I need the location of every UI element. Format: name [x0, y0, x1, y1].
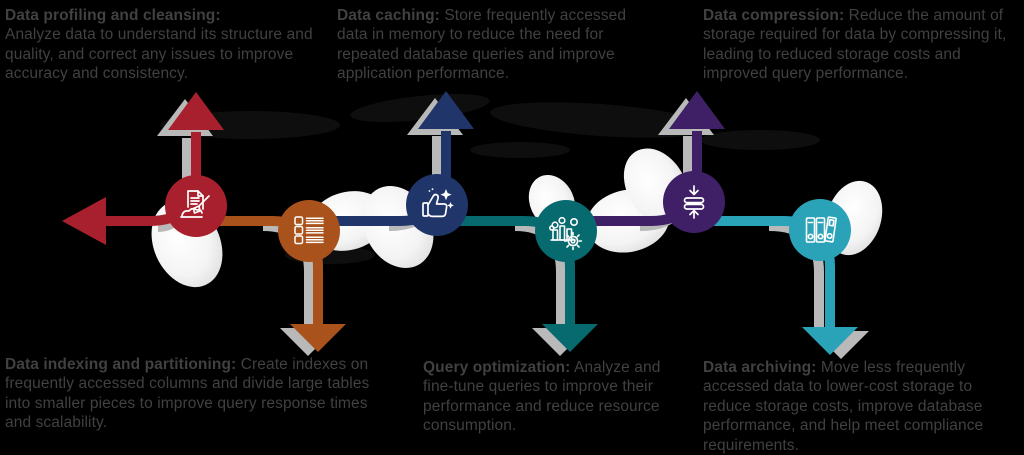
card-data-compression: Data compression: Reduce the amount of s…	[703, 6, 1024, 84]
compress-icon	[683, 185, 705, 219]
chart-gear-icon	[548, 216, 583, 251]
card-body: Store frequently accessed data in memory…	[337, 7, 627, 83]
card-title: Query optimization:	[423, 359, 571, 376]
node-archiving	[789, 199, 851, 261]
card-body: Create indexes on frequently accessed co…	[5, 356, 370, 432]
down-arrowhead	[542, 324, 598, 352]
down-arrowhead	[802, 327, 858, 355]
checklist-icon	[294, 216, 324, 245]
document-broom-icon	[180, 190, 210, 218]
card-data-caching: Data caching: Store frequently accessed …	[337, 6, 653, 84]
left-arrowhead	[62, 197, 106, 245]
card-body: Reduce the amount of storage required fo…	[703, 7, 1007, 83]
up-arrowhead	[669, 91, 725, 129]
card-data-profiling-and-cleansing: Data profiling and cleansing: Analyze da…	[5, 6, 327, 84]
up-arrowhead	[418, 91, 474, 129]
ribbon-shadows	[157, 136, 824, 330]
down-arrowhead	[290, 324, 346, 352]
card-body: Analyze data to understand its structure…	[5, 26, 313, 83]
binders-icon	[805, 216, 837, 243]
card-query-optimization: Query optimization: Analyze and fine-tun…	[423, 358, 695, 436]
card-body: Analyze and fine-tune queries to improve…	[423, 359, 661, 435]
card-title: Data profiling and cleansing:	[5, 7, 221, 24]
card-body: Move less frequently accessed data to lo…	[703, 359, 984, 454]
card-data-archiving: Data archiving: Move less frequently acc…	[703, 358, 1005, 455]
node-caching	[406, 174, 468, 236]
ribbon-arrowheads	[62, 91, 858, 355]
card-title: Data indexing and partitioning:	[5, 356, 237, 373]
world-map-silhouette	[160, 94, 820, 264]
card-title: Data archiving:	[703, 359, 817, 376]
card-title: Data caching:	[337, 7, 440, 24]
node-query-optimization	[535, 200, 597, 262]
node-cleansing	[165, 175, 227, 237]
thumbs-up-sparkle-icon	[422, 188, 454, 218]
card-title: Data compression:	[703, 7, 845, 24]
up-arrowhead	[168, 92, 224, 130]
card-data-indexing-and-partitioning: Data indexing and partitioning: Create i…	[5, 355, 371, 433]
node-circles	[165, 171, 851, 262]
